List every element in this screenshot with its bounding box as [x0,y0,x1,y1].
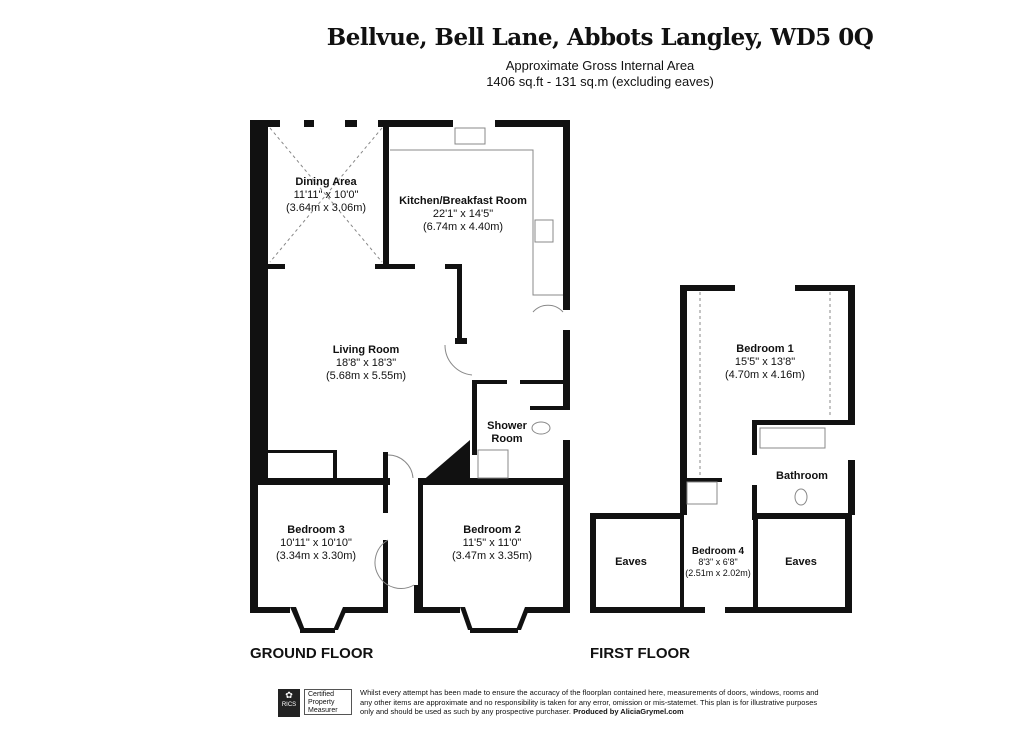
disclaimer: Whilst every attempt has been made to en… [360,688,820,717]
room-eaves-right: Eaves [785,556,817,569]
room-name: Bedroom 2 [463,524,521,536]
room-name: Eaves [615,556,647,568]
room-size-metric: (6.74m x 4.40m) [422,221,504,233]
rics-emblem-icon: ✿ [285,690,293,700]
room-size-metric: (3.34m x 3.30m) [275,550,357,562]
room-name: Dining Area [295,176,357,188]
producer-credit: Produced by AliciaGrymel.com [573,707,684,716]
property-title: Bellvue, Bell Lane, Abbots Langley, WD5 … [326,24,874,51]
room-size-imperial: 11'5" x 11'0" [462,537,522,549]
room-name: Bedroom 3 [287,524,345,536]
room-bathroom: Bathroom [776,470,828,483]
room-size-imperial: 10'11" x 10'10" [280,537,352,549]
room-size-metric: (4.70m x 4.16m) [724,369,806,381]
room-name: Kitchen/Breakfast Room [399,195,527,207]
room-size-imperial: 11'11" x 10'0" [293,189,359,201]
room-eaves-left: Eaves [615,556,647,569]
rics-logo: ✿ RICS [278,689,300,717]
room-name: Bedroom 1 [736,343,794,355]
ground-floor-walls [250,120,570,633]
disclaimer-text: Whilst every attempt has been made to en… [360,688,819,716]
first-floor-walls [590,285,855,613]
first-floor-label: FIRST FLOOR [590,645,690,662]
ground-floor-fixtures [269,127,564,589]
rics-text: RICS [281,702,297,708]
room-name: Eaves [785,556,817,568]
room-name: Bathroom [776,470,828,482]
room-size-imperial: 15'5" x 13'8" [734,356,796,368]
room-name: Room [491,433,523,445]
room-size-metric: (3.64m x 3.06m) [285,202,367,214]
room-size-imperial: 8'3" x 6'8" [698,557,738,567]
first-floor-fixtures [686,292,831,506]
room-name: Shower [487,420,527,432]
room-size-metric: (3.47m x 3.35m) [451,550,533,562]
room-size-imperial: 18'8" x 18'3" [335,357,397,369]
area-subtitle: Approximate Gross Internal Area [505,58,695,73]
certified-badge: Certified Property Measurer [304,689,352,715]
room-name: Living Room [332,344,400,356]
room-size-metric: (2.51m x 2.02m) [685,568,751,578]
room-name: Bedroom 4 [691,546,745,557]
ground-floor-label: GROUND FLOOR [250,645,374,662]
area-total: 1406 sq.ft - 131 sq.m (excluding eaves) [486,74,714,89]
room-size-metric: (5.68m x 5.55m) [325,370,407,382]
room-size-imperial: 22'1" x 14'5" [432,208,494,220]
